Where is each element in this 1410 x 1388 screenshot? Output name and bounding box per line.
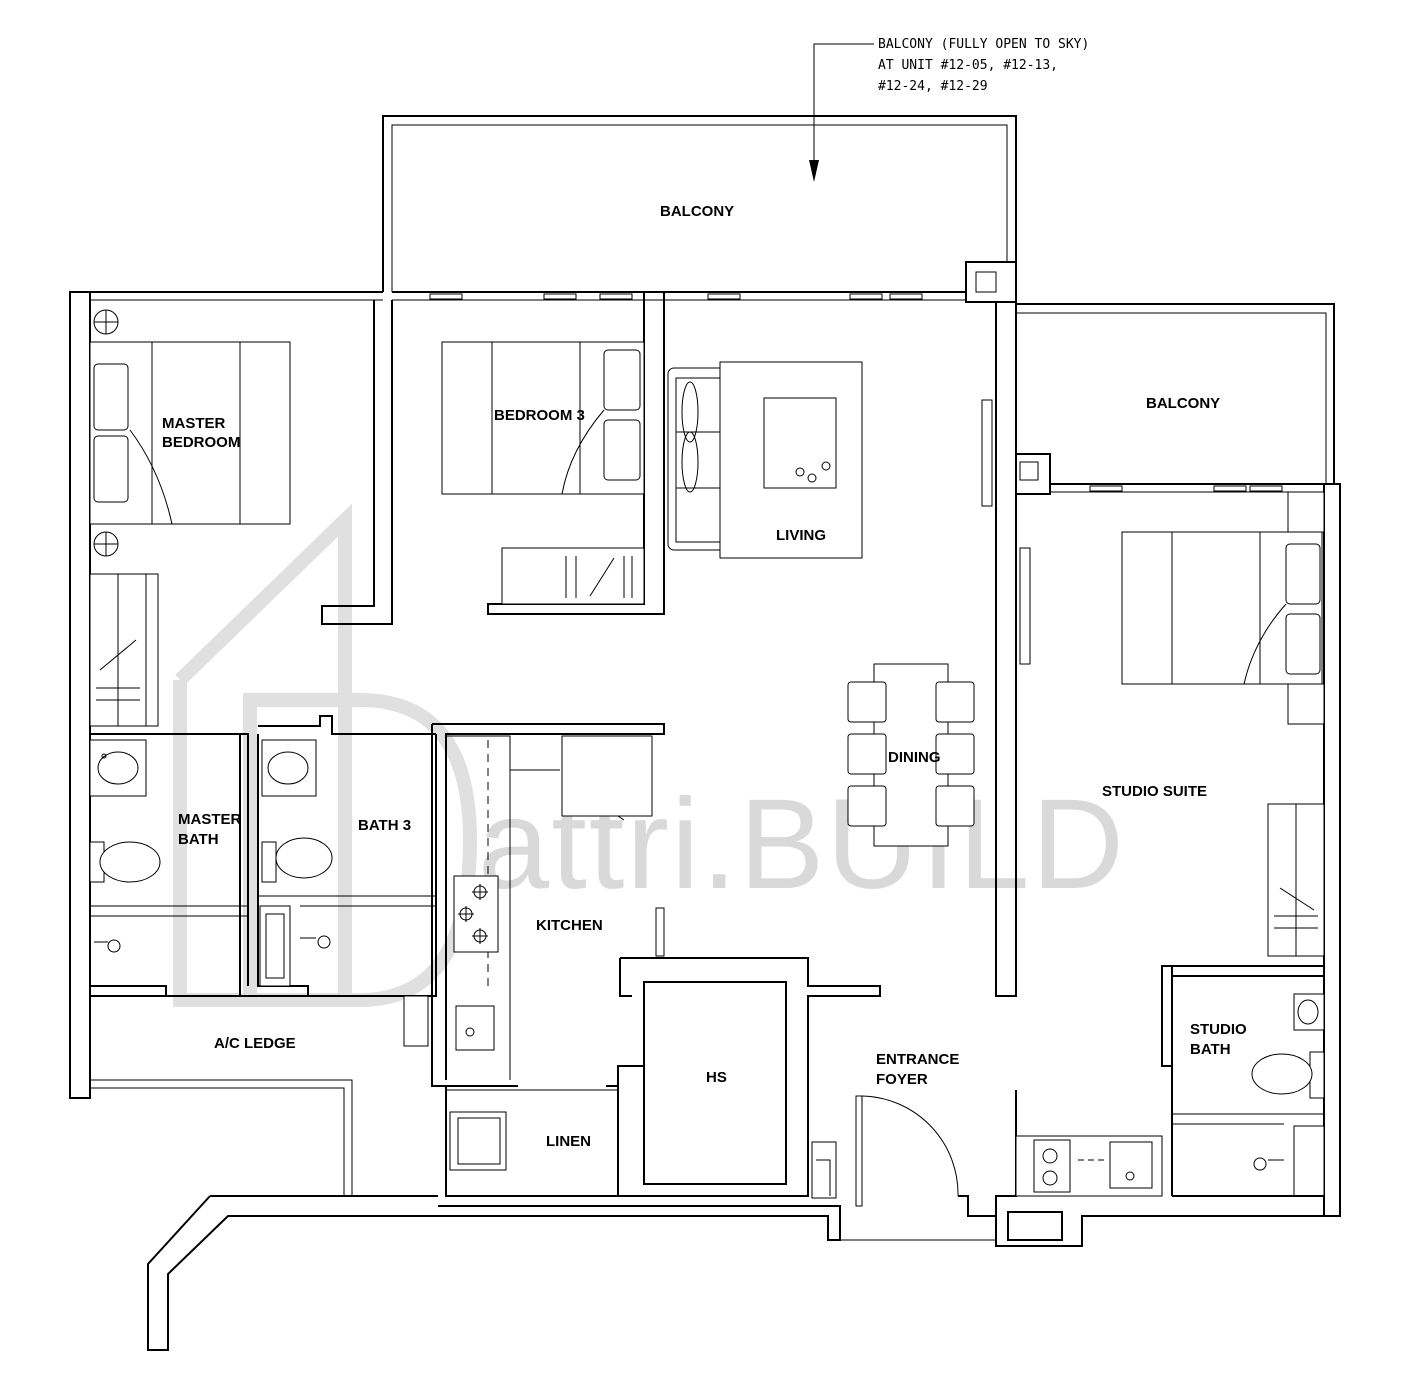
room-label-dining: DINING <box>888 749 941 766</box>
room-label-studio-suite: STUDIO SUITE <box>1102 783 1207 800</box>
annotation-line-2: AT UNIT #12-05, #12-13, <box>878 58 1058 73</box>
room-label-ac-ledge: A/C LEDGE <box>214 1035 296 1052</box>
room-label-bath-3: BATH 3 <box>358 817 411 834</box>
room-label-balcony-top: BALCONY <box>660 203 734 220</box>
room-label-hs: HS <box>706 1069 727 1086</box>
room-label-studio-bath-1: STUDIO <box>1190 1021 1247 1038</box>
room-label-balcony-right: BALCONY <box>1146 395 1220 412</box>
room-label-master-bath-1: MASTER <box>178 811 242 828</box>
studio-kitchenette <box>1007 1135 1163 1241</box>
annotation-line-3: #12-24, #12-29 <box>878 79 988 94</box>
bedroom-3: BEDROOM 3 <box>441 292 665 615</box>
room-label-master-bath-2: BATH <box>178 831 219 848</box>
windows-top <box>429 293 1283 492</box>
living-area: LIVING <box>667 361 993 559</box>
balcony-right <box>1016 303 1335 484</box>
dining-area: DINING <box>847 663 975 847</box>
room-label-master-bedroom-2: BEDROOM <box>162 434 240 451</box>
entrance-foyer: ENTRANCE FOYER <box>811 965 1173 1241</box>
studio-bath: STUDIO BATH <box>1162 965 1325 1197</box>
room-label-living: LIVING <box>776 527 826 544</box>
annotation-line-1: BALCONY (FULLY OPEN TO SKY) <box>878 37 1089 52</box>
master-bath: MASTER BATH <box>89 733 249 997</box>
room-label-kitchen: KITCHEN <box>536 917 603 934</box>
master-bedroom: MASTER BEDROOM <box>89 300 393 727</box>
bath-3: BATH 3 <box>239 715 437 997</box>
room-label-entrance-2: FOYER <box>876 1071 928 1088</box>
room-label-linen: LINEN <box>546 1133 591 1150</box>
watermark: attri.BUILD <box>173 503 1124 1007</box>
household-shelter: HS <box>618 957 881 1197</box>
studio-suite: STUDIO SUITE <box>1019 491 1325 957</box>
room-label-bedroom-3: BEDROOM 3 <box>494 407 585 424</box>
room-label-studio-bath-2: BATH <box>1190 1041 1231 1058</box>
linen: LINEN <box>445 1086 619 1197</box>
ac-ledge: A/C LEDGE <box>90 995 436 1196</box>
room-label-entrance-1: ENTRANCE <box>876 1051 959 1068</box>
room-label-master-bedroom-1: MASTER <box>162 415 226 432</box>
kitchen: KITCHEN <box>431 723 665 1087</box>
balcony-annotation: BALCONY (FULLY OPEN TO SKY) AT UNIT #12-… <box>809 37 1089 182</box>
outer-walls <box>69 261 1341 1351</box>
balcony-top <box>382 115 1017 292</box>
